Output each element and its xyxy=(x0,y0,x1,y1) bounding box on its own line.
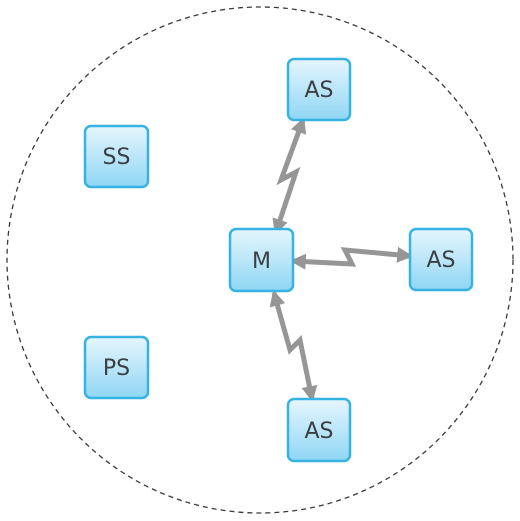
link-m-as-right xyxy=(289,246,414,270)
network-boundary xyxy=(6,6,514,514)
link-m-as-top xyxy=(272,116,307,236)
node-label-m: M xyxy=(252,249,271,274)
node-label-as-top: AS xyxy=(304,78,333,103)
node-label-ps: PS xyxy=(103,356,130,381)
node-m: M xyxy=(228,227,295,293)
node-as-top: AS xyxy=(286,57,352,122)
node-label-as-bottom: AS xyxy=(304,419,333,444)
node-label-as-right: AS xyxy=(426,248,455,273)
node-ps: PS xyxy=(83,335,150,400)
node-as-bottom: AS xyxy=(286,397,352,463)
link-m-as-bottom xyxy=(269,289,318,403)
node-as-right: AS xyxy=(408,227,474,292)
node-label-ss: SS xyxy=(103,145,131,170)
node-ss: SS xyxy=(83,124,150,189)
